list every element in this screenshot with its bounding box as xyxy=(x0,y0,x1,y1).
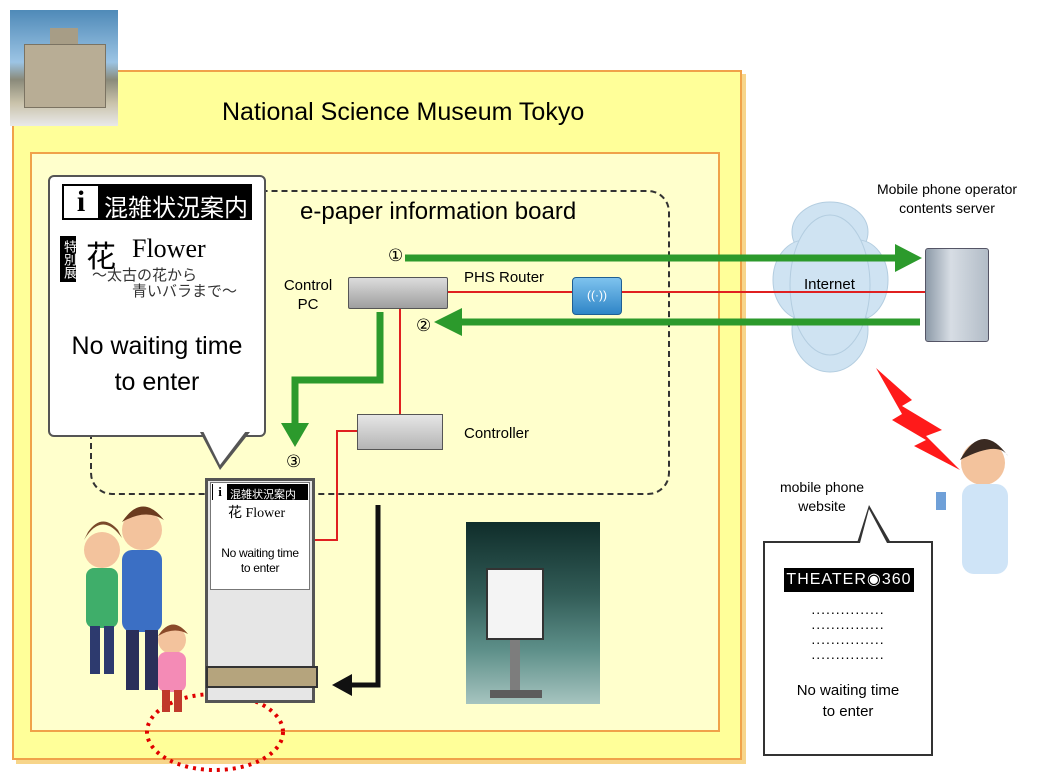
website-message: No waiting time to enter xyxy=(796,682,900,720)
phs-router-label: PHS Router xyxy=(464,269,545,286)
controller-label: Controller xyxy=(464,425,530,442)
callout-subtitle-line2: 青いバラまで～ xyxy=(132,283,238,300)
step-2-marker: ② xyxy=(416,316,432,335)
callout-header-text: 混雑状況案内 xyxy=(104,195,248,222)
wired-connections xyxy=(315,291,925,541)
sign-header-text: 混雑状況案内 xyxy=(230,489,296,501)
callout-message: No waiting time to enter xyxy=(71,332,243,396)
control-pc-label: Control PC xyxy=(283,277,333,313)
phs-router-icon: ((·)) xyxy=(572,277,622,315)
installed-board-photo xyxy=(486,568,544,640)
callout-subtitle-line1: ～太古の花から xyxy=(92,267,198,284)
control-pc-icon xyxy=(348,277,448,309)
sign-flower-title: 花 Flower xyxy=(228,506,286,521)
visitor-family-illustration xyxy=(84,506,188,712)
special-exhibit-tag: 特別展 xyxy=(60,236,77,282)
sign-message: No waiting time to enter xyxy=(221,546,299,575)
theater-360-logo: THEATER◉360 xyxy=(784,568,914,592)
sensor-return-arrow xyxy=(350,505,381,688)
controller-icon xyxy=(357,414,443,450)
step-3-marker: ③ xyxy=(286,452,302,471)
museum-building-photo xyxy=(10,10,118,126)
epaper-sign-screen xyxy=(210,482,310,590)
sensor-area-marker xyxy=(145,692,285,772)
server-label: Mobile phone operator contents server xyxy=(876,181,1018,216)
wireless-signal-bolt xyxy=(876,368,960,470)
phone-user-illustration xyxy=(936,438,1008,574)
sign-base-sensor xyxy=(206,666,318,688)
contents-server-icon xyxy=(925,248,989,342)
board-title: e-paper information board xyxy=(296,198,581,226)
flower-title: Flower xyxy=(132,234,206,263)
internet-label: Internet xyxy=(804,276,855,293)
sign-info-icon: i xyxy=(213,484,227,500)
step-1-marker: ① xyxy=(388,246,404,265)
mobile-website-label: mobile phone website xyxy=(779,479,865,514)
data-flow-arrows xyxy=(291,254,920,425)
museum-title: National Science Museum Tokyo xyxy=(222,98,585,126)
website-placeholder-lines: ............... ............... ........… xyxy=(811,601,885,662)
info-icon: i xyxy=(64,186,98,218)
flower-kanji: 花 xyxy=(86,241,116,274)
